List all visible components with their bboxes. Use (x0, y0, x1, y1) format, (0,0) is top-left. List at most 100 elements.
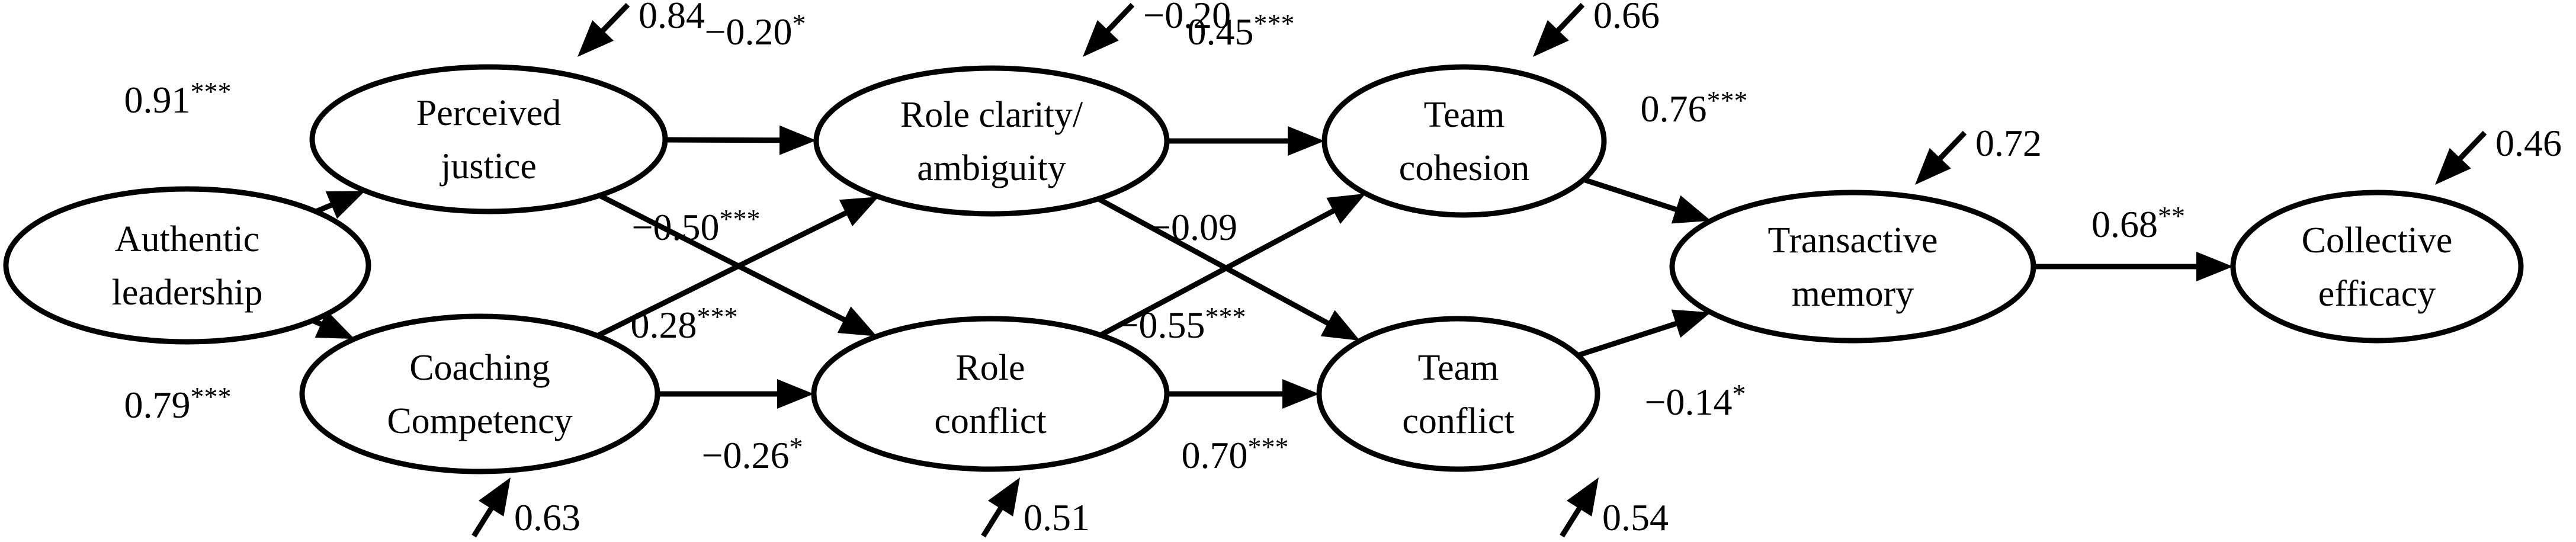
coefficient-label-tm_to_ce: 0.68** (2091, 201, 2185, 245)
path-line-cc_to_rc (596, 208, 852, 338)
significance-stars-al_to_cc: *** (191, 381, 232, 412)
coefficient-value-pj_to_rcf: −0.50 (631, 206, 719, 248)
ellipse-role_conflict (811, 316, 1170, 472)
node-label-line2-team_conflict: conflict (1402, 401, 1514, 441)
path-pj_to_rcf (598, 193, 877, 336)
node-label-line2-role_clarity: ambiguity (917, 148, 1066, 188)
coefficient-label-rc_to_tch: 0.45*** (1188, 8, 1295, 53)
significance-stars-tch_to_tm: *** (1707, 85, 1748, 116)
residual-label-r_role_clarity: −0.20 (1143, 0, 1231, 36)
path-arrowhead-rc_to_tch (1288, 126, 1324, 156)
node-label-line2-transactive_memory: memory (1792, 274, 1914, 314)
node-ellipses-layer: Authentic leadership PerceivedjusticeCoach… (3, 64, 2524, 474)
significance-stars-al_to_pj: *** (191, 76, 232, 107)
node-label-line2-role_conflict: conflict (934, 401, 1046, 441)
ellipse-team_cohesion (1321, 64, 1607, 218)
coefficient-value-rcf_to_tcf: 0.70 (1182, 434, 1248, 476)
coefficient-label-cc_to_rcf: −0.26* (701, 432, 803, 476)
path-arrows-layer (312, 125, 2233, 409)
significance-stars-rcf_to_tcf: *** (1248, 432, 1289, 462)
coefficient-value-rcf_to_tch: −0.55 (1117, 304, 1205, 346)
node-label-line1-authentic_leadership: Authentic (115, 219, 260, 259)
path-rc_to_tcf (1096, 196, 1361, 341)
path-arrowhead-cc_to_rcf (777, 379, 814, 409)
coefficient-value-tch_to_tm: 0.76 (1641, 88, 1707, 130)
residual-r_team_cohesion (1533, 2, 1585, 57)
residual-arrowhead-r_team_conflict (1566, 477, 1599, 517)
residual-r_transactive_memory (1915, 130, 1967, 185)
significance-stars-pj_to_rcf: *** (720, 204, 761, 234)
residual-arrowhead-r_role_clarity (1083, 20, 1119, 57)
residual-label-r_team_conflict: 0.54 (1602, 496, 1669, 538)
residual-r_team_conflict (1560, 477, 1599, 538)
path-rcf_to_tch (1099, 193, 1366, 338)
residual-label-r_transactive_memory: 0.72 (1975, 122, 2042, 164)
path-arrowhead-pj_to_rc (779, 125, 817, 155)
coefficient-value-tcf_to_tm: −0.14 (1644, 381, 1732, 423)
path-pj_to_rc (665, 125, 817, 155)
significance-stars-rc_to_tch: *** (1254, 8, 1295, 39)
node-label-line2-team_cohesion: cohesion (1399, 148, 1529, 188)
path-cc_to_rc (596, 197, 879, 338)
node-team_conflict: Team conflict (1316, 316, 1600, 472)
node-label-line1-role_clarity: Role clarity/ (900, 95, 1083, 135)
path-line-rc_to_tcf (1096, 196, 1334, 328)
node-label-line1-team_cohesion: Team (1424, 95, 1505, 135)
coefficient-label-cc_to_rc: 0.28*** (631, 302, 738, 346)
path-line-tch_to_tm (1583, 177, 1682, 214)
node-role_clarity: Role clarity/ambiguity (813, 65, 1170, 217)
residual-r_coaching_competency (471, 477, 511, 538)
significance-stars-cc_to_rc: *** (697, 302, 738, 332)
residual-label-r_coaching_competency: 0.63 (514, 496, 580, 538)
path-line-pj_to_rcf (598, 193, 851, 325)
ellipse-authentic_leadership (3, 186, 371, 345)
residual-r_role_clarity (1083, 2, 1135, 57)
path-arrowhead-rcf_to_tch (1326, 193, 1366, 224)
residual-label-r_collective_efficacy: 0.46 (2495, 122, 2562, 164)
node-team_cohesion: Team cohesion (1321, 64, 1607, 218)
residual-arrowhead-r_transactive_memory (1915, 147, 1951, 185)
coefficient-value-rc_to_tch: 0.45 (1188, 11, 1254, 53)
path-tm_to_ce (2033, 252, 2233, 281)
residual-arrows-layer (471, 2, 2487, 538)
coefficient-label-tch_to_tm: 0.76*** (1641, 85, 1748, 130)
path-line-tcf_to_tm (1577, 319, 1682, 358)
coefficient-value-al_to_pj: 0.91 (124, 79, 191, 121)
coefficient-label-rc_to_tcf: −0.09 (1150, 206, 1237, 248)
coefficient-label-rcf_to_tcf: 0.70*** (1182, 432, 1289, 476)
path-line-rcf_to_tch (1099, 206, 1340, 338)
path-arrowhead-rc_to_tcf (1320, 310, 1361, 341)
significance-stars-rcf_to_tch: *** (1205, 302, 1246, 332)
coefficient-label-rcf_to_tch: −0.55*** (1117, 302, 1246, 346)
coefficient-labels-layer: 0.91***0.79***−0.20*−0.50***0.28***−0.26… (124, 0, 2562, 538)
coefficient-value-al_to_cc: 0.79 (124, 384, 191, 426)
ellipse-collective_efficacy (2230, 190, 2524, 344)
path-arrowhead-tm_to_ce (2196, 252, 2233, 281)
ellipse-role_clarity (813, 65, 1170, 217)
significance-stars-pj_to_rc: * (793, 8, 806, 39)
path-arrowhead-rcf_to_tcf (1282, 379, 1319, 409)
path-arrowhead-cc_to_rc (839, 197, 879, 227)
node-label-line2-coaching_competency: Competency (387, 401, 572, 441)
residual-arrowhead-r_collective_efficacy (2435, 147, 2471, 185)
node-label-line1-team_conflict: Team (1418, 348, 1499, 388)
residual-label-r_perceived_justice: 0.84 (639, 0, 705, 36)
ellipse-coaching_competency (299, 313, 660, 474)
path-arrowhead-pj_to_rcf (837, 306, 877, 336)
node-label-line1-coaching_competency: Coaching (409, 348, 550, 388)
residual-arrowhead-r_team_cohesion (1533, 20, 1569, 57)
coefficient-label-al_to_pj: 0.91*** (124, 76, 232, 121)
coefficient-value-tm_to_ce: 0.68 (2091, 203, 2158, 245)
significance-stars-tcf_to_tm: * (1733, 379, 1746, 409)
path-tch_to_tm (1583, 177, 1711, 224)
node-label-line2-authentic_leadership: leadership (112, 272, 263, 313)
residual-arrowhead-r_role_conflict (987, 477, 1020, 517)
node-authentic_leadership: Authentic leadership (3, 186, 371, 345)
coefficient-label-al_to_cc: 0.79*** (124, 381, 232, 426)
significance-stars-cc_to_rcf: * (790, 432, 803, 462)
